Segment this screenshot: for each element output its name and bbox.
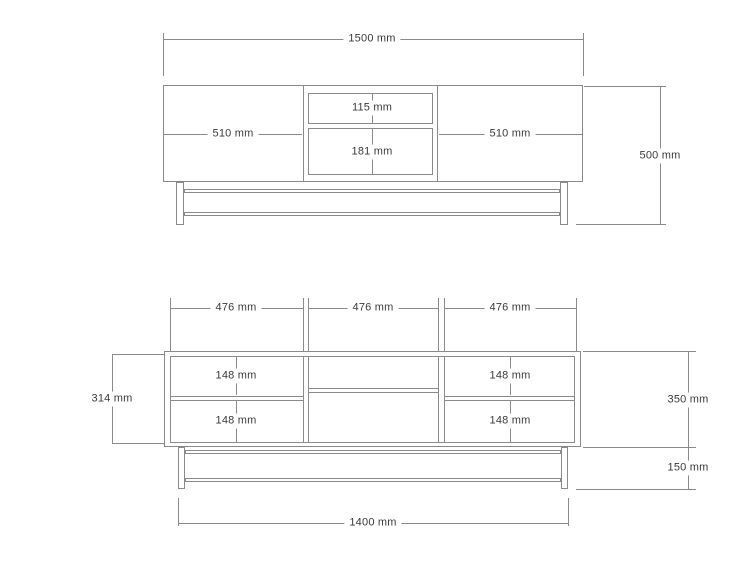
shelf-unit-elevation-dim-tick-base-width-right: [568, 498, 569, 526]
front-elevation-with-drawers-dim-ext-overall-height-top: [584, 86, 666, 87]
shelf-unit-elevation-dim-ext-interior-height-bottom: [112, 443, 164, 444]
front-elevation-with-drawers-dim-ext-overall-height-bottom: [576, 224, 666, 225]
dim-label-right-door-width: 510 mm: [484, 126, 536, 142]
shelf-unit-elevation-divider-left-inner: [308, 356, 309, 443]
dim-label-base-width: 1400 mm: [344, 515, 402, 531]
shelf-unit-elevation-center-shelf-top: [308, 388, 438, 389]
dim-label-cell-bottom-left: 148 mm: [210, 413, 262, 429]
shelf-unit-elevation-left-leg: [178, 447, 185, 489]
dim-label-cell-top-left: 148 mm: [210, 368, 262, 384]
shelf-unit-elevation-right-shelf-top: [444, 396, 575, 397]
shelf-unit-elevation-lower-rail: [185, 478, 561, 482]
front-elevation-with-drawers-dim-tick-overall-width-right: [583, 33, 584, 76]
shelf-unit-elevation-upper-rail: [185, 450, 561, 454]
dim-label-overall-height: 500 mm: [634, 148, 686, 164]
dim-label-top-drawer-height: 115 mm: [346, 100, 398, 116]
dim-label-leg-height: 150 mm: [662, 460, 714, 476]
dim-label-body-height: 350 mm: [662, 392, 714, 408]
shelf-unit-elevation-divider-right-outer: [444, 356, 445, 443]
front-elevation-with-drawers-center-drawer-section: [303, 85, 438, 182]
dim-label-overall-width: 1500 mm: [343, 31, 401, 47]
front-elevation-with-drawers-dim-tick-overall-width-left: [163, 33, 164, 76]
front-elevation-with-drawers-right-leg: [560, 182, 568, 225]
shelf-unit-elevation-dim-tick-section-1-left: [170, 298, 171, 351]
dim-label-cell-bottom-right: 148 mm: [484, 413, 536, 429]
front-elevation-with-drawers-lower-rail: [184, 212, 560, 216]
dim-label-bottom-drawer-height: 181 mm: [346, 144, 398, 160]
dim-label-section-1-width: 476 mm: [210, 300, 262, 316]
shelf-unit-elevation-dim-tick-section-2-left: [308, 298, 309, 351]
front-elevation-with-drawers-upper-rail: [184, 189, 560, 193]
shelf-unit-elevation-divider-left-outer: [303, 356, 304, 443]
shelf-unit-elevation-dim-ext-body-height-top: [583, 351, 696, 352]
front-elevation-with-drawers-left-leg: [176, 182, 184, 225]
shelf-unit-elevation-dim-tick-section-3-left: [444, 298, 445, 351]
shelf-unit-elevation-dim-tick-section-1-right: [303, 298, 304, 351]
shelf-unit-elevation-center-shelf-bottom: [308, 392, 438, 393]
shelf-unit-elevation-right-leg: [561, 447, 568, 489]
shelf-unit-elevation-right-shelf-bottom: [444, 400, 575, 401]
shelf-unit-elevation-dim-tick-section-3-right: [576, 298, 577, 351]
shelf-unit-elevation-cabinet-outer: [164, 351, 581, 447]
shelf-unit-elevation-dim-ext-leg-height-bottom: [576, 489, 696, 490]
shelf-unit-elevation-dim-tick-section-2-right: [438, 298, 439, 351]
dim-label-section-3-width: 476 mm: [484, 300, 536, 316]
shelf-unit-elevation-divider-right-inner: [438, 356, 439, 443]
dim-label-interior-height: 314 mm: [86, 391, 138, 407]
shelf-unit-elevation-dim-ext-body-height-bottom: [583, 447, 696, 448]
dim-label-section-2-width: 476 mm: [347, 300, 399, 316]
shelf-unit-elevation-cabinet-inner: [170, 356, 575, 443]
front-elevation-with-drawers-drawer-top: [308, 93, 433, 124]
front-elevation-with-drawers-drawer-bottom: [308, 128, 433, 175]
shelf-unit-elevation-dim-ext-interior-height-top: [112, 354, 164, 355]
dim-label-cell-top-right: 148 mm: [484, 368, 536, 384]
dim-label-left-door-width: 510 mm: [207, 126, 259, 142]
shelf-unit-elevation-left-shelf-top: [170, 396, 303, 397]
shelf-unit-elevation-left-shelf-bottom: [170, 400, 303, 401]
shelf-unit-elevation-dim-tick-base-width-left: [178, 498, 179, 526]
